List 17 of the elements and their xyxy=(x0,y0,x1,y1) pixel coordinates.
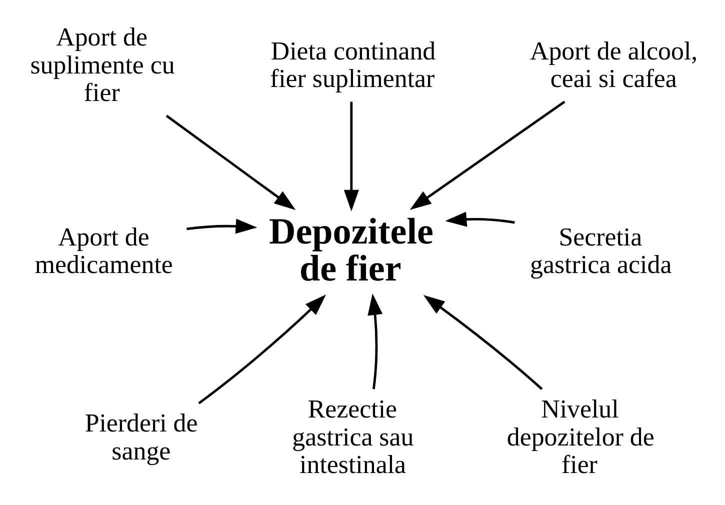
arrow xyxy=(186,218,258,234)
node-text: Depozitele de fier xyxy=(269,211,434,290)
arrow xyxy=(368,293,383,390)
node-text: Aport de medicamente xyxy=(34,222,173,280)
node-text: Aport de alcool, ceai si cafea xyxy=(530,36,698,94)
node-text: Secretia gastrica acida xyxy=(530,222,672,280)
arrow xyxy=(166,114,296,210)
node-text: Dieta continand fier suplimentar xyxy=(270,36,436,94)
arrow xyxy=(423,294,543,390)
node-text: Nivelul depozitelor de fier xyxy=(506,394,654,480)
node-text: Aport de suplimente cu fier xyxy=(30,22,175,108)
node-text: Pierderi de sange xyxy=(84,408,198,466)
arrow xyxy=(344,102,359,212)
arrow xyxy=(410,100,566,210)
arrow xyxy=(198,294,326,404)
node-text: Rezectie gastrica sau intestinala xyxy=(292,394,414,480)
arrow xyxy=(445,212,515,227)
